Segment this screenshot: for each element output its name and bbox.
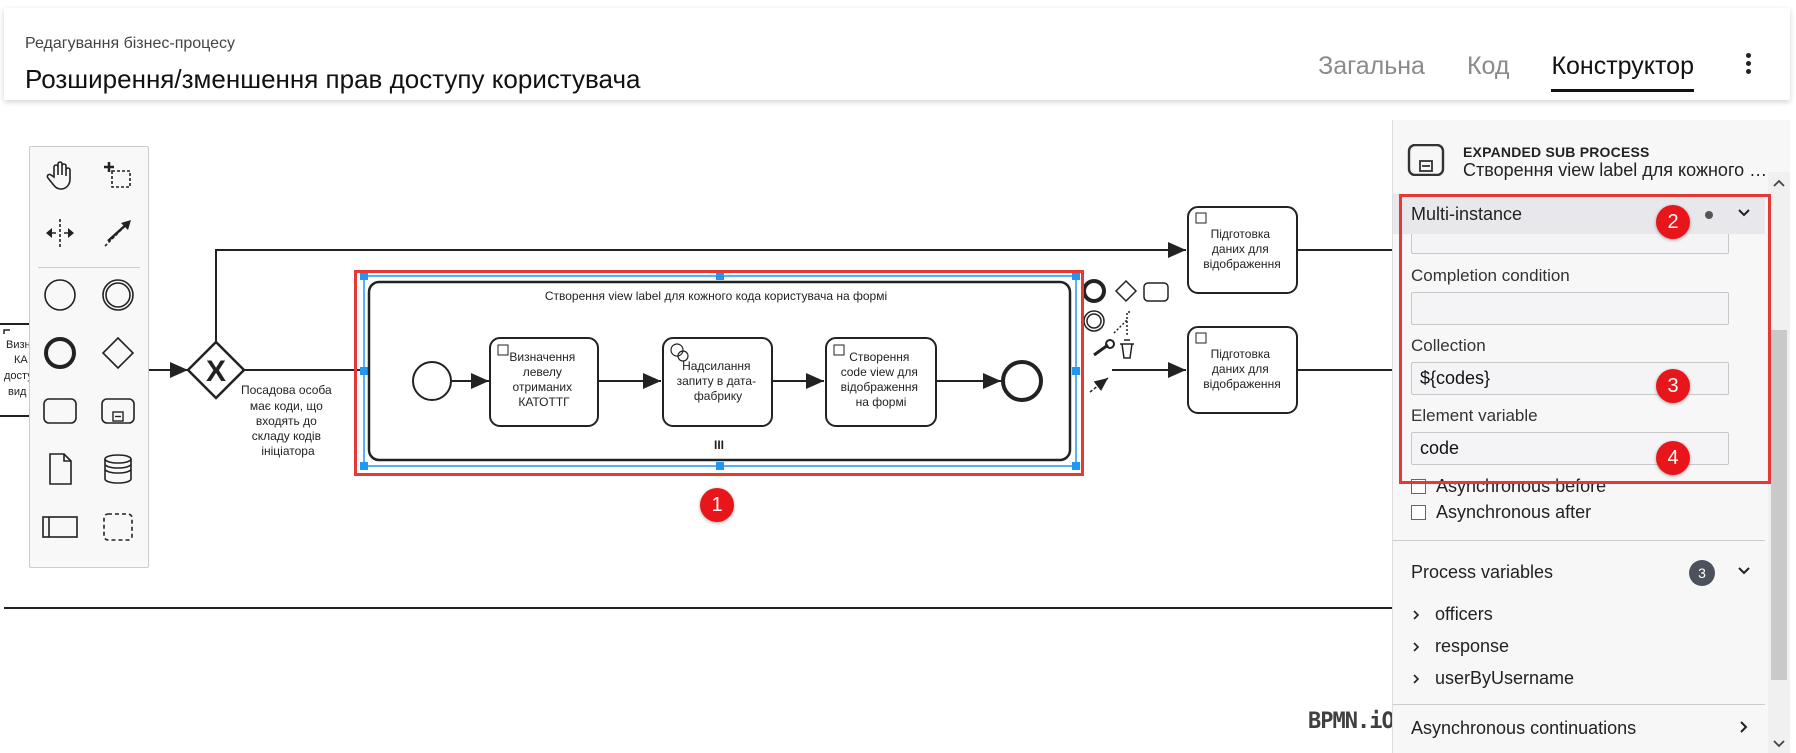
callout-number-2: 2 bbox=[1656, 205, 1690, 239]
end-event[interactable] bbox=[1001, 360, 1043, 402]
multi-instance-marker-icon: III bbox=[714, 438, 724, 452]
completion-condition-input[interactable] bbox=[1411, 292, 1729, 325]
task-create-code-view-label: Створення code view для відображення на … bbox=[841, 350, 922, 409]
async-continuations-title: Asynchronous continuations bbox=[1411, 717, 1637, 738]
script-icon bbox=[833, 344, 845, 356]
script-icon bbox=[1195, 332, 1207, 344]
callout-number-4: 4 bbox=[1656, 441, 1690, 475]
append-gateway-icon bbox=[1114, 279, 1138, 303]
connect-icon bbox=[1089, 377, 1109, 393]
create-data-object-icon[interactable] bbox=[40, 449, 80, 489]
create-group-icon[interactable] bbox=[98, 507, 138, 547]
task-send-request-label: Надсилання запиту в дата- фабрику bbox=[677, 359, 760, 403]
diagram-svg: Визн КА досту вид X Посадова особа має к… bbox=[0, 206, 1392, 609]
task-prepare-data-1-label: Підготовка даних для відображення bbox=[1203, 227, 1280, 271]
create-subprocess-icon[interactable] bbox=[98, 391, 138, 431]
more-menu-icon[interactable] bbox=[1742, 50, 1754, 80]
context-pad[interactable] bbox=[1082, 279, 1169, 393]
multi-instance-group-header[interactable]: Multi-instance bbox=[1393, 194, 1765, 234]
async-continuations-group-header[interactable]: Asynchronous continuations bbox=[1393, 708, 1765, 748]
page-title: Розширення/зменшення прав доступу корист… bbox=[25, 64, 641, 94]
lasso-tool-icon[interactable] bbox=[98, 155, 138, 195]
async-after-label: Asynchronous after bbox=[1436, 502, 1592, 522]
completion-condition-label: Completion condition bbox=[1411, 266, 1570, 285]
element-name: Створення view label для кожного коду ко… bbox=[1463, 160, 1775, 180]
gear-icon bbox=[670, 343, 684, 357]
chevron-right-icon bbox=[1413, 641, 1420, 652]
append-end-event-icon bbox=[1082, 279, 1106, 303]
async-before-label: Asynchronous before bbox=[1436, 476, 1607, 496]
chevron-right-icon bbox=[1740, 721, 1748, 733]
palette-divider bbox=[38, 267, 140, 268]
create-task-icon[interactable] bbox=[40, 391, 80, 431]
callout-number-1: 1 bbox=[700, 488, 734, 522]
space-tool-icon[interactable] bbox=[40, 213, 80, 253]
panel-divider bbox=[1393, 540, 1765, 541]
panel-scrollbar[interactable] bbox=[1768, 172, 1790, 753]
chevron-right-icon bbox=[1413, 673, 1420, 684]
async-after-row[interactable]: Asynchronous after bbox=[1411, 502, 1591, 523]
gateway-x-icon: X bbox=[206, 355, 226, 388]
page-header: Редагування бізнес-процесу Розширення/зм… bbox=[4, 8, 1790, 100]
exclusive-gateway[interactable] bbox=[186, 340, 246, 400]
panel-divider bbox=[1393, 704, 1765, 705]
bpmn-canvas[interactable]: Визн КА досту вид X Посадова особа має к… bbox=[0, 100, 1392, 753]
scroll-down-icon[interactable] bbox=[1773, 739, 1785, 749]
create-pool-icon[interactable] bbox=[40, 507, 80, 547]
script-icon bbox=[497, 344, 509, 356]
expanded-subprocess-icon bbox=[1407, 143, 1445, 177]
text-annotation-icon bbox=[1113, 311, 1130, 335]
create-data-store-icon[interactable] bbox=[98, 449, 138, 489]
loop-cardinality-input[interactable] bbox=[1411, 234, 1729, 254]
append-task-icon bbox=[1143, 282, 1169, 302]
script-icon bbox=[1195, 212, 1207, 224]
task-prepare-data-2-label: Підготовка даних для відображення bbox=[1203, 347, 1280, 391]
process-variables-title: Process variables bbox=[1411, 561, 1554, 582]
process-variables-count-badge: 3 bbox=[1689, 560, 1715, 586]
process-variables-group-header[interactable]: Process variables 3 bbox=[1393, 552, 1765, 592]
task-left-label: Визн КА досту вид bbox=[4, 339, 36, 398]
tab-general[interactable]: Загальна bbox=[1318, 52, 1425, 80]
callout-number-3: 3 bbox=[1656, 369, 1690, 403]
tool-palette bbox=[29, 146, 149, 568]
tab-constructor[interactable]: Конструктор bbox=[1551, 52, 1694, 92]
variable-item-userbyusername[interactable]: userByUsername bbox=[1411, 668, 1574, 689]
variable-item-officers[interactable]: officers bbox=[1411, 604, 1493, 625]
task-define-level-label: Визначення левелу отриманих КАТОТТГ bbox=[509, 350, 578, 409]
trash-icon bbox=[1120, 339, 1134, 359]
flow-top-branch[interactable] bbox=[215, 242, 1186, 342]
properties-panel-header: EXPANDED SUB PROCESS Створення view labe… bbox=[1393, 120, 1790, 192]
start-event[interactable] bbox=[412, 361, 452, 401]
collection-label: Collection bbox=[1411, 336, 1486, 355]
properties-panel: EXPANDED SUB PROCESS Створення view labe… bbox=[1392, 120, 1790, 753]
data-marker-dot bbox=[1705, 211, 1713, 219]
element-type: EXPANDED SUB PROCESS bbox=[1463, 144, 1650, 160]
create-start-event-icon[interactable] bbox=[40, 275, 80, 315]
create-gateway-icon[interactable] bbox=[98, 333, 138, 373]
global-connect-tool-icon[interactable] bbox=[98, 213, 138, 253]
scrollbar-thumb[interactable] bbox=[1771, 330, 1787, 680]
chevron-down-icon bbox=[1738, 567, 1750, 575]
create-end-event-icon[interactable] bbox=[40, 333, 80, 373]
variable-item-response[interactable]: response bbox=[1411, 636, 1509, 657]
tab-code[interactable]: Код bbox=[1466, 52, 1510, 80]
tab-bar: Загальна Код Конструктор bbox=[1318, 52, 1694, 92]
multi-instance-title: Multi-instance bbox=[1411, 203, 1523, 224]
chevron-down-icon bbox=[1738, 209, 1750, 217]
page-subtitle: Редагування бізнес-процесу bbox=[25, 35, 236, 52]
async-before-row[interactable]: Asynchronous before bbox=[1411, 476, 1606, 497]
chevron-right-icon bbox=[1413, 609, 1420, 620]
selection-handles[interactable] bbox=[360, 272, 1080, 470]
subprocess-title: Створення view label для кожного кода ко… bbox=[545, 289, 887, 303]
gateway-label: Посадова особа має коди, що входять до с… bbox=[241, 383, 335, 458]
async-before-checkbox[interactable] bbox=[1411, 479, 1426, 494]
async-after-checkbox[interactable] bbox=[1411, 505, 1426, 520]
element-variable-label: Element variable bbox=[1411, 406, 1538, 425]
hand-tool-icon[interactable] bbox=[40, 155, 80, 195]
scroll-up-icon[interactable] bbox=[1773, 178, 1785, 188]
wrench-icon bbox=[1093, 343, 1109, 357]
create-intermediate-event-icon[interactable] bbox=[98, 275, 138, 315]
bpmn-io-logo[interactable]: BPMN.iO bbox=[1308, 709, 1395, 734]
